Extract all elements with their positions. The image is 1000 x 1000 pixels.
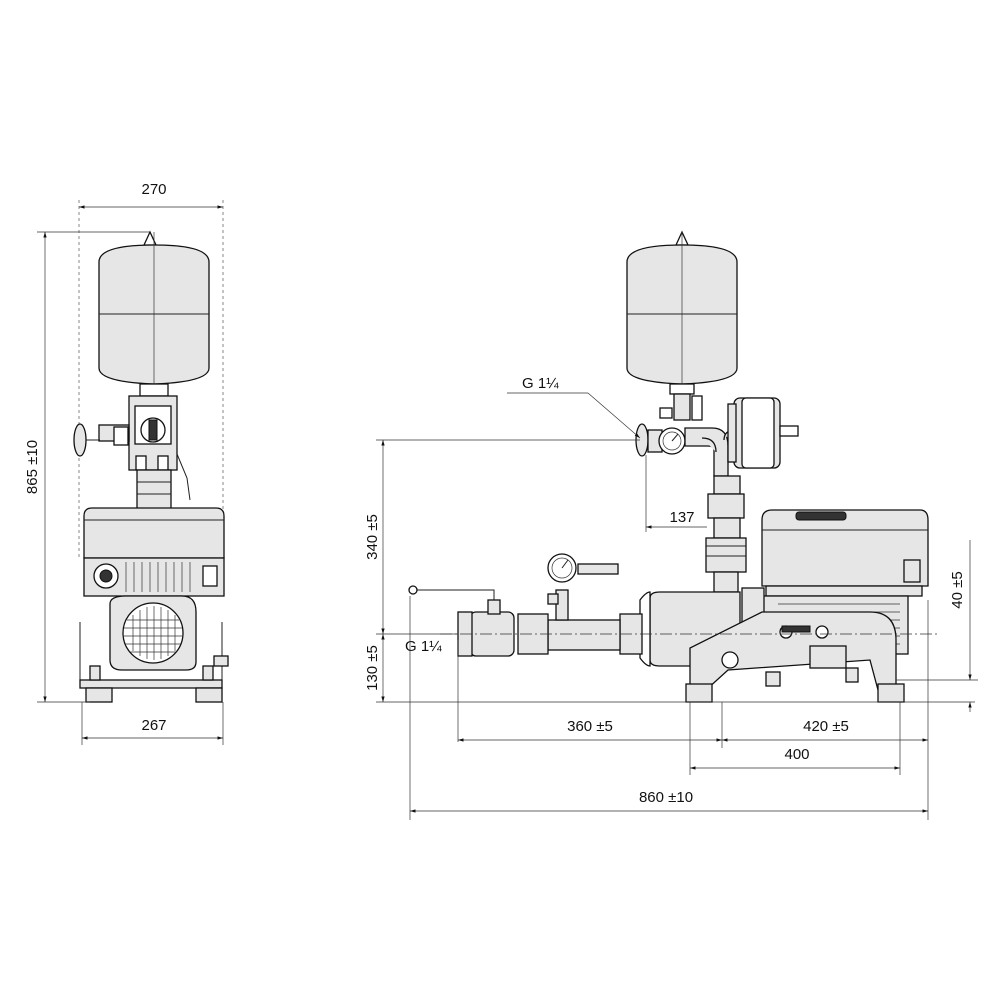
front-width-bottom-label: 267 (141, 717, 166, 734)
side-inlet-piping (408, 553, 643, 657)
front-pump (79, 595, 229, 680)
side-vertical-pipe (705, 475, 747, 593)
side-dim-40-label: 40 ±5 (949, 571, 966, 608)
side-thread-top-label: G 1¼ (522, 375, 559, 392)
side-dim-860: 860 ±10 (409, 596, 928, 820)
side-dim-130: 130 ±5 (364, 633, 458, 703)
side-feet (685, 667, 905, 703)
front-converter (83, 507, 225, 597)
side-pump (639, 591, 897, 691)
side-dim-860-label: 860 ±10 (639, 789, 693, 806)
side-dim-340: 340 ±5 (364, 439, 640, 634)
side-dim-360-label: 360 ±5 (567, 718, 613, 735)
side-dim-400: 400 (689, 702, 901, 775)
side-converter (761, 509, 929, 597)
front-expansion-vessel (98, 230, 210, 397)
side-expansion-vessel (626, 230, 738, 395)
side-dim-40: 40 ±5 (896, 540, 978, 712)
side-dim-130-label: 130 ±5 (364, 645, 381, 691)
front-base (79, 665, 223, 703)
side-valve-assembly (635, 393, 733, 477)
side-dim-400-label: 400 (784, 746, 809, 763)
front-control-box (73, 395, 191, 501)
side-dim-137: 137 (645, 455, 707, 532)
front-view: 270 (24, 181, 229, 745)
front-height-label: 865 ±10 (24, 440, 41, 494)
side-dim-360: 360 ±5 (458, 702, 723, 748)
front-height-dimension: 865 ±10 (24, 231, 150, 703)
front-width-top-label: 270 (141, 181, 166, 198)
side-thread-top-callout: G 1¼ (507, 375, 641, 439)
side-pressure-switch (727, 397, 799, 469)
side-dim-420: 420 ±5 (722, 600, 929, 820)
side-view: G 1¼ 137 340 ±5 130 ±5 G 1¼ (364, 230, 978, 820)
side-thread-inlet-callout: G 1¼ (405, 638, 459, 742)
front-width-bottom-dimension: 267 (81, 702, 224, 745)
side-dim-340-label: 340 ±5 (364, 514, 381, 560)
side-dim-420-label: 420 ±5 (803, 718, 849, 735)
side-thread-inlet-label: G 1¼ (405, 638, 442, 655)
side-dim-137-label: 137 (669, 509, 694, 526)
front-pipe (136, 469, 172, 511)
front-width-top-dimension: 270 (78, 181, 224, 560)
